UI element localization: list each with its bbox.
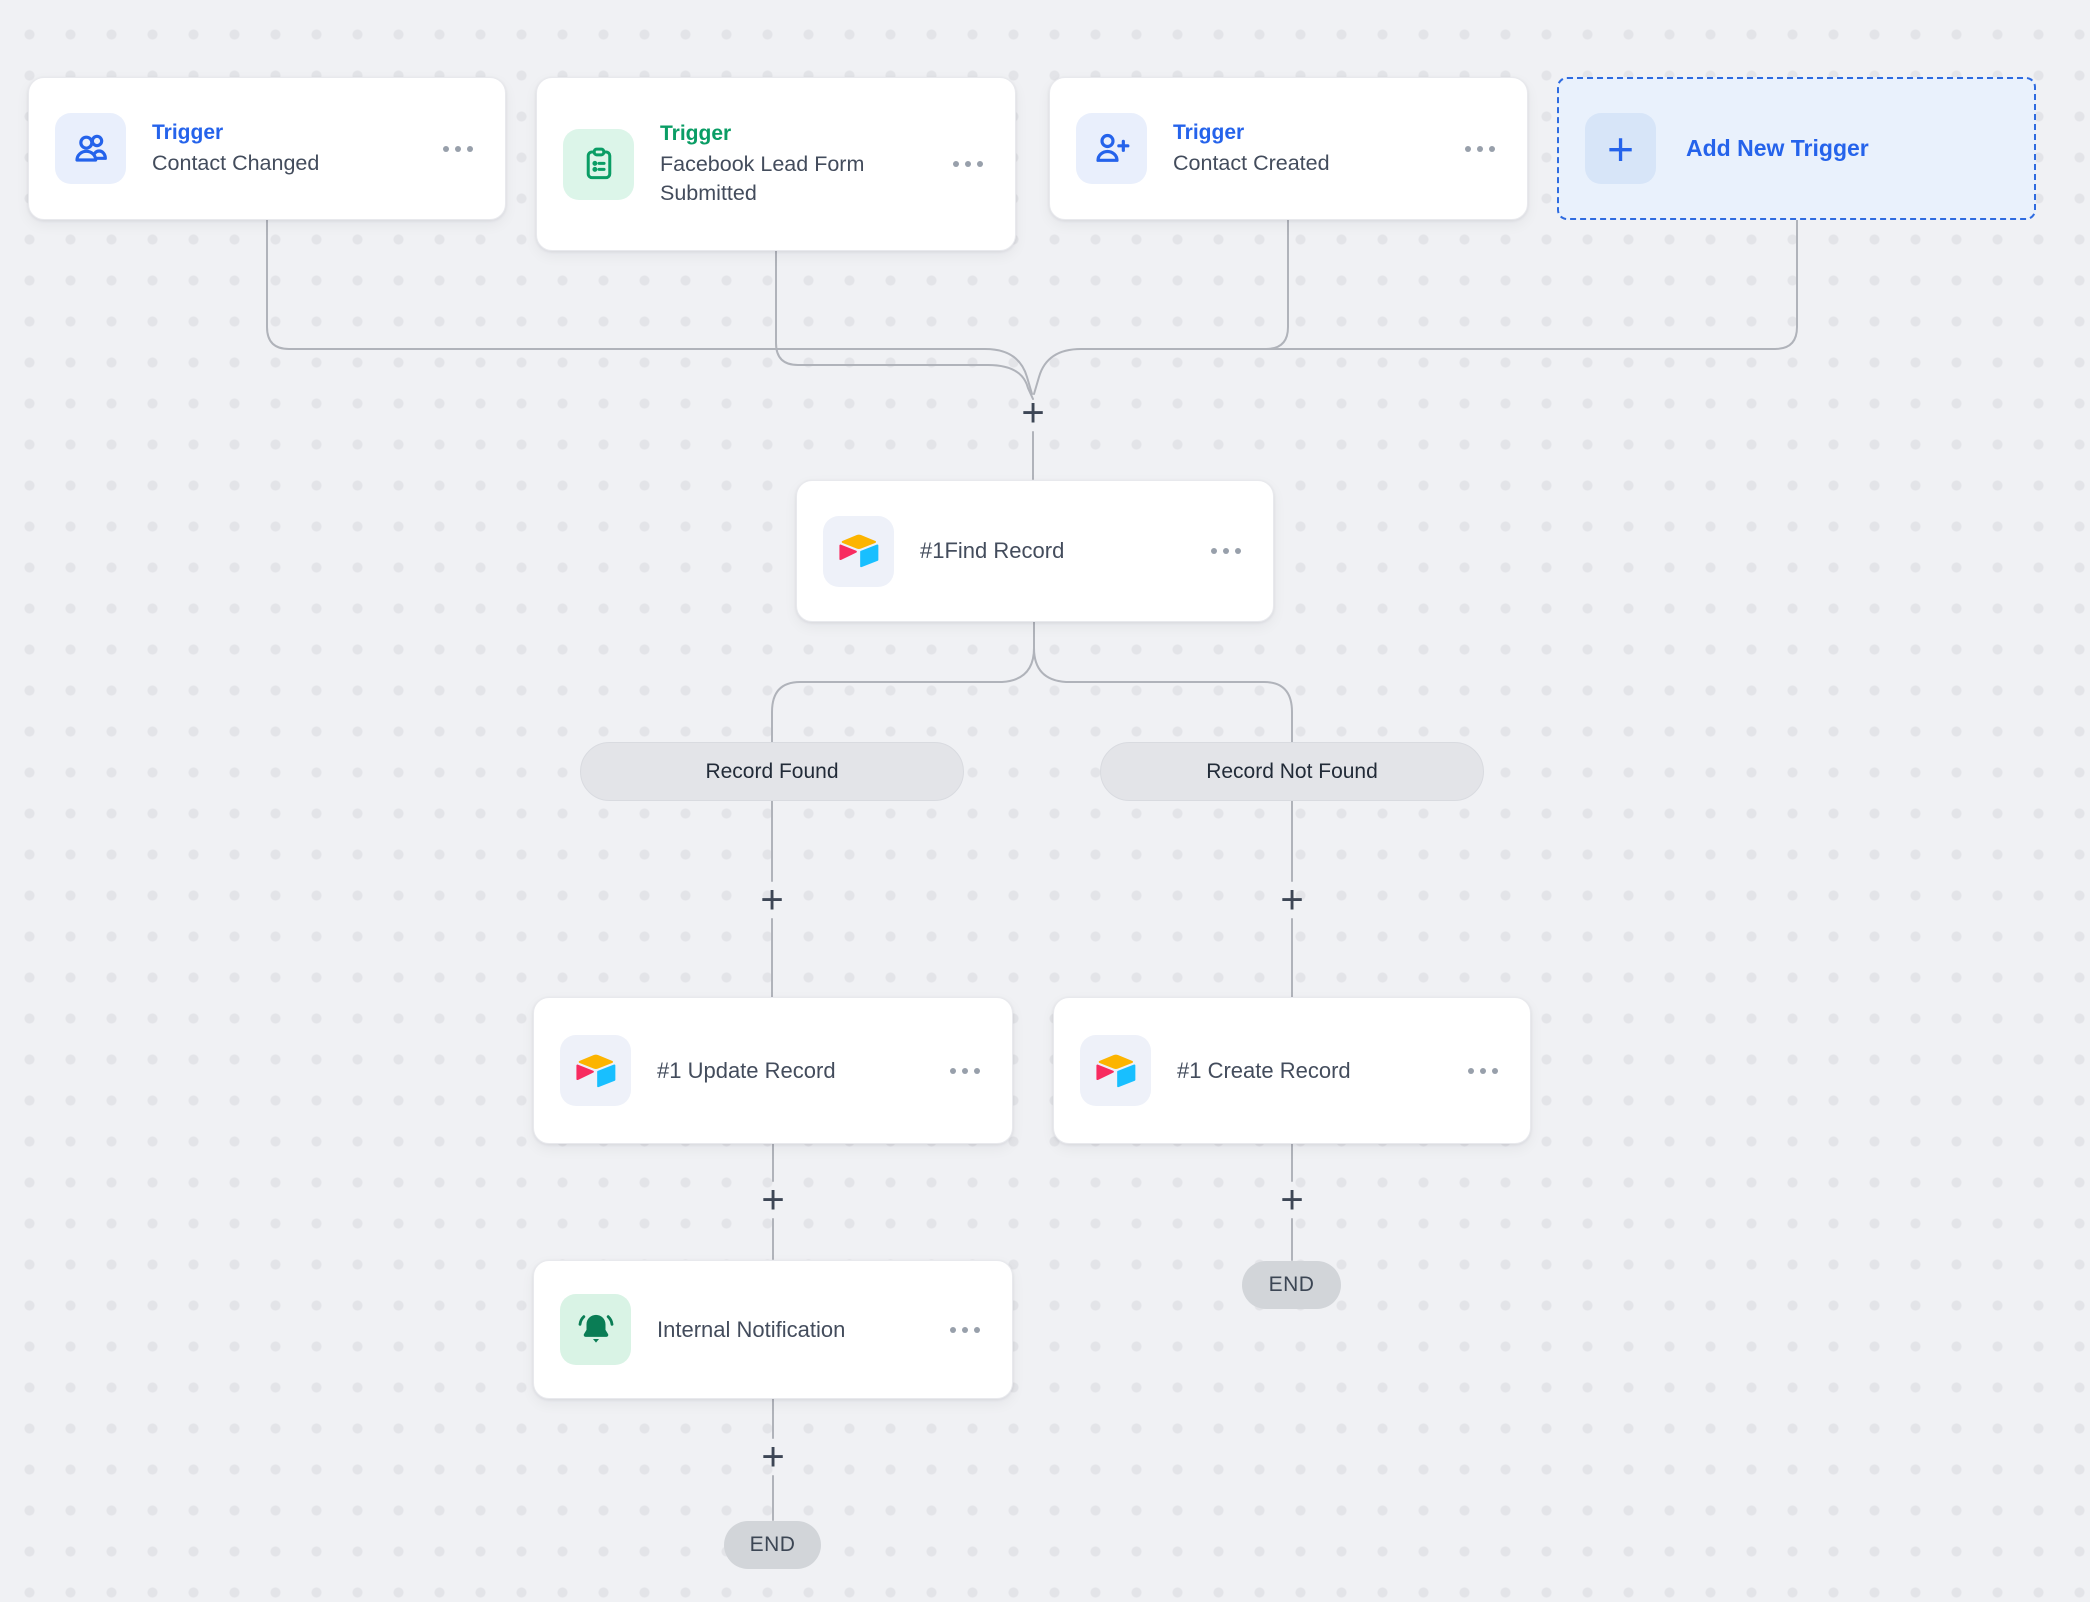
clipboard-list-icon [586, 147, 611, 180]
add-new-trigger-button[interactable]: + Add New Trigger [1557, 77, 2036, 220]
action-icon-tile [560, 1035, 631, 1106]
add-step-button[interactable]: + [761, 1178, 785, 1222]
trigger-name: Facebook Lead Form Submitted [660, 152, 865, 205]
trigger-type-label: Trigger [152, 120, 224, 144]
add-step-button[interactable]: + [761, 1435, 785, 1479]
action-card-update-record[interactable]: #1 Update Record [533, 997, 1013, 1144]
add-step-button[interactable]: + [1021, 391, 1045, 435]
action-icon-tile [1080, 1035, 1151, 1106]
trigger-type-label: Trigger [1173, 120, 1245, 144]
trigger-card-contact-changed[interactable]: Trigger Contact Changed [28, 77, 506, 220]
trigger-card-facebook-lead-form[interactable]: Trigger Facebook Lead Form Submitted [536, 77, 1016, 251]
more-options-button[interactable] [951, 155, 985, 173]
action-icon-tile [560, 1294, 631, 1365]
plus-icon: + [1585, 113, 1656, 184]
action-card-internal-notification[interactable]: Internal Notification [533, 1260, 1013, 1399]
end-badge: END [724, 1521, 821, 1569]
action-card-find-record[interactable]: #1Find Record [796, 480, 1274, 622]
more-options-button[interactable] [948, 1062, 982, 1080]
trigger-card-contact-created[interactable]: Trigger Contact Created [1049, 77, 1528, 220]
more-options-button[interactable] [441, 140, 475, 158]
more-options-button[interactable] [1209, 542, 1243, 560]
branch-label-record-found: Record Found [580, 742, 964, 801]
user-plus-icon [1095, 133, 1129, 162]
more-options-button[interactable] [1463, 140, 1497, 158]
end-badge: END [1242, 1261, 1341, 1309]
branch-label-record-not-found: Record Not Found [1100, 742, 1484, 801]
add-step-button[interactable]: + [1280, 878, 1304, 922]
action-card-create-record[interactable]: #1 Create Record [1053, 997, 1531, 1144]
more-options-button[interactable] [1466, 1062, 1500, 1080]
trigger-type-label: Trigger [660, 122, 732, 145]
trigger-name: Contact Created [1173, 150, 1330, 175]
action-label: Internal Notification [657, 1316, 846, 1342]
trigger-icon-tile [563, 128, 634, 200]
add-new-trigger-label: Add New Trigger [1686, 135, 1869, 161]
action-label: #1Find Record [920, 538, 1065, 563]
airtable-icon [575, 1054, 615, 1087]
trigger-icon-tile [55, 113, 126, 184]
action-label: #1 Create Record [1177, 1057, 1351, 1083]
trigger-icon-tile [1076, 113, 1147, 184]
add-step-button[interactable]: + [760, 878, 784, 922]
more-options-button[interactable] [948, 1321, 982, 1339]
airtable-icon [1095, 1054, 1135, 1087]
airtable-icon [838, 534, 878, 568]
action-icon-tile [823, 515, 894, 587]
action-label: #1 Update Record [657, 1057, 836, 1083]
users-icon [74, 134, 107, 162]
trigger-name: Contact Changed [152, 150, 320, 175]
bell-icon [578, 1314, 613, 1343]
add-step-button[interactable]: + [1280, 1178, 1304, 1222]
